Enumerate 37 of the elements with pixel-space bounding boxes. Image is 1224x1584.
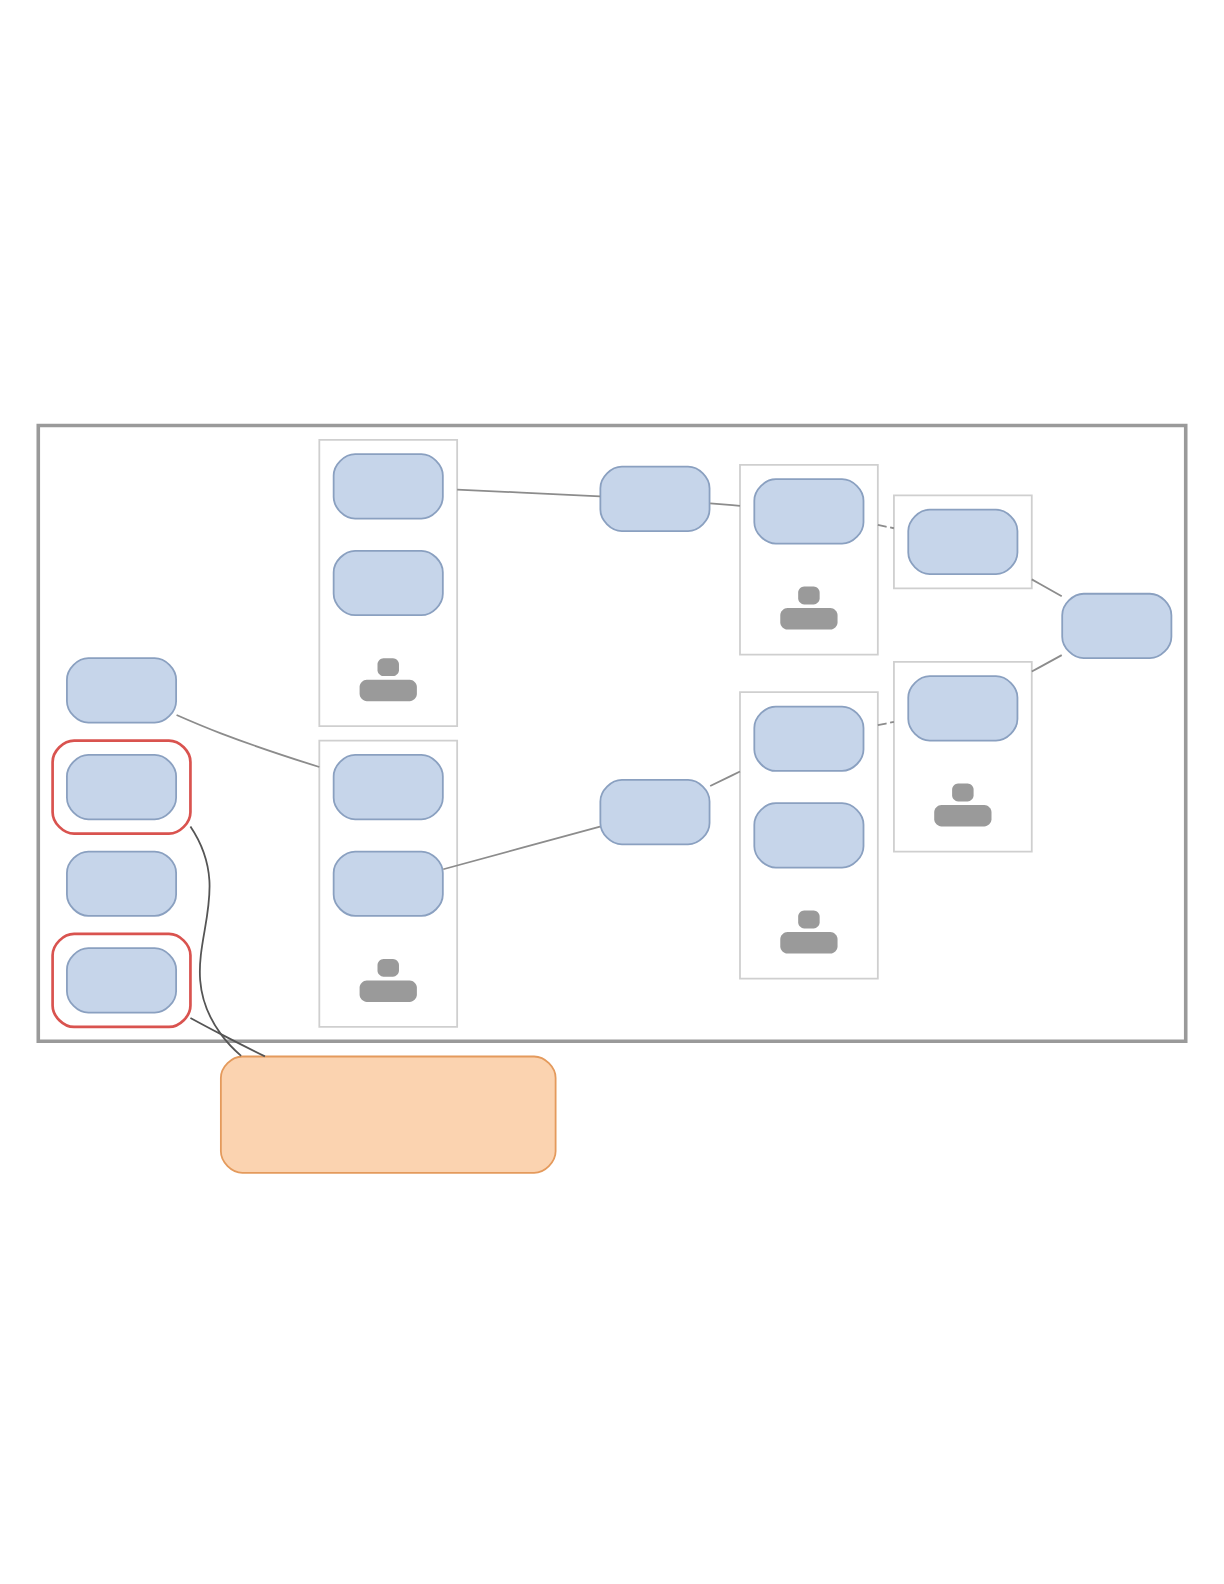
node-box (599, 779, 711, 846)
connector (709, 770, 741, 787)
connector (1030, 654, 1063, 673)
node-box (753, 802, 865, 869)
connector (1030, 578, 1063, 598)
connector (442, 825, 601, 871)
node-box (66, 850, 177, 917)
cluster (51, 932, 192, 1029)
cluster (893, 660, 1033, 853)
node-box (753, 478, 865, 545)
node-box (907, 675, 1019, 742)
node-box (332, 850, 444, 917)
cluster (51, 739, 192, 835)
connector (876, 524, 895, 530)
cluster (893, 494, 1033, 590)
connector (189, 1017, 266, 1058)
connector (709, 502, 741, 507)
node-box (66, 947, 177, 1014)
cluster (318, 739, 459, 1028)
connector (189, 825, 243, 1057)
node-box (907, 508, 1019, 575)
connector (456, 488, 601, 498)
connector (876, 721, 895, 727)
node-box (66, 657, 177, 724)
cluster (318, 438, 459, 728)
connector (175, 714, 321, 768)
node-box (332, 549, 444, 617)
node-box (332, 453, 444, 520)
node-box (332, 753, 444, 821)
node-box (753, 705, 865, 772)
cluster (739, 463, 879, 656)
node-box (1061, 592, 1173, 660)
node-box (599, 465, 711, 532)
node-box (66, 753, 177, 821)
cluster (36, 423, 1188, 1044)
cluster (739, 691, 879, 980)
node-box (219, 1055, 557, 1174)
